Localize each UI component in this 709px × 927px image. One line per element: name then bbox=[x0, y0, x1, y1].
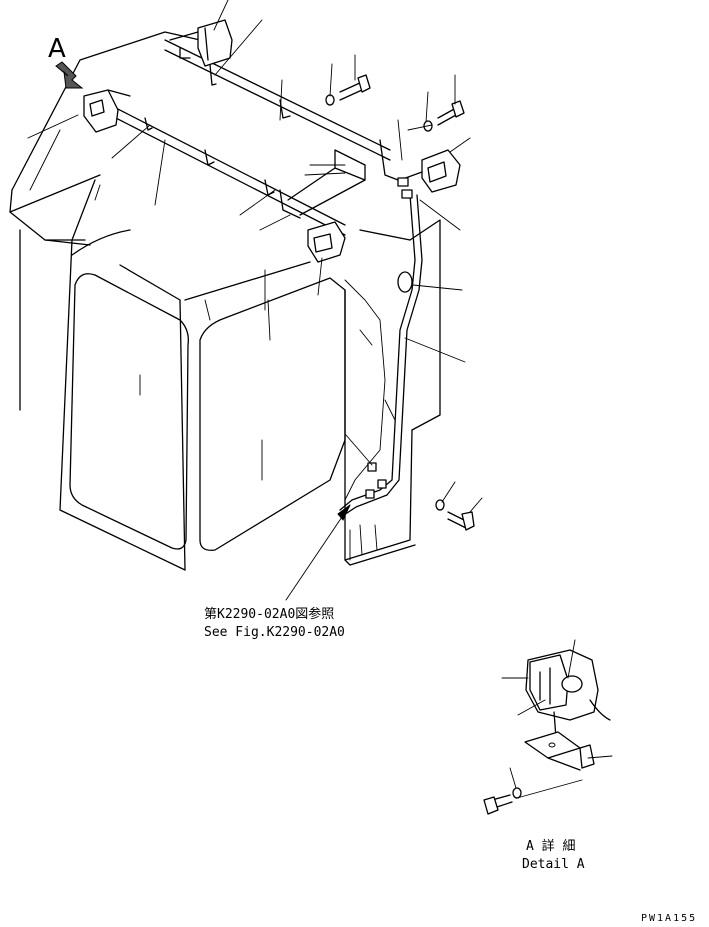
reference-note: 第K2290-02A0図参照 See Fig.K2290-02A0 bbox=[204, 606, 345, 640]
view-direction-arrow-icon bbox=[55, 61, 84, 89]
work-lamp-side bbox=[399, 149, 461, 193]
leader-lines bbox=[27, 0, 483, 513]
detail-caption-jp: A 詳 細 bbox=[526, 838, 575, 854]
wire-harness bbox=[339, 139, 423, 516]
detail-a-view bbox=[483, 639, 613, 815]
reference-note-en: See Fig.K2290-02A0 bbox=[204, 625, 345, 640]
light-mounting-bar bbox=[109, 39, 391, 236]
view-marker: A bbox=[48, 34, 84, 89]
drawing-code: PW1A155 bbox=[641, 913, 697, 924]
bolt-washer-roof-2 bbox=[423, 100, 465, 132]
detail-caption: A 詳 細 Detail A bbox=[522, 838, 585, 872]
view-marker-label: A bbox=[48, 34, 66, 64]
bolt-washer-lower bbox=[435, 499, 475, 531]
bolt-washer-roof-1 bbox=[325, 74, 371, 106]
detail-caption-en: Detail A bbox=[522, 857, 585, 872]
work-lamp-rear bbox=[169, 19, 233, 67]
work-lamp-front-right bbox=[307, 221, 346, 263]
reference-note-jp: 第K2290-02A0図参照 bbox=[204, 606, 334, 622]
work-lamp-front-left bbox=[83, 89, 131, 133]
reference-arrow bbox=[285, 504, 351, 601]
cab-body bbox=[9, 31, 441, 571]
